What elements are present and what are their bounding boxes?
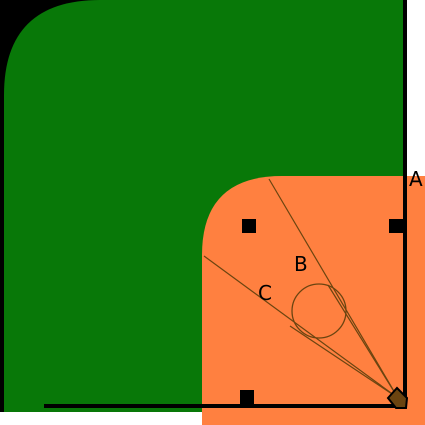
label-a: A <box>409 167 423 191</box>
infield-dirt <box>202 176 425 425</box>
label-c: C <box>258 281 272 305</box>
circle-mound-icon <box>291 283 347 339</box>
square-base-icon <box>240 390 254 404</box>
label-b: B <box>294 252 308 276</box>
home-plate-icon <box>386 386 409 409</box>
square-base-icon <box>389 219 403 233</box>
cone-line-upper <box>327 284 399 399</box>
cone-line-lower <box>289 325 399 399</box>
square-base-icon <box>242 219 256 233</box>
line-c <box>203 255 399 399</box>
